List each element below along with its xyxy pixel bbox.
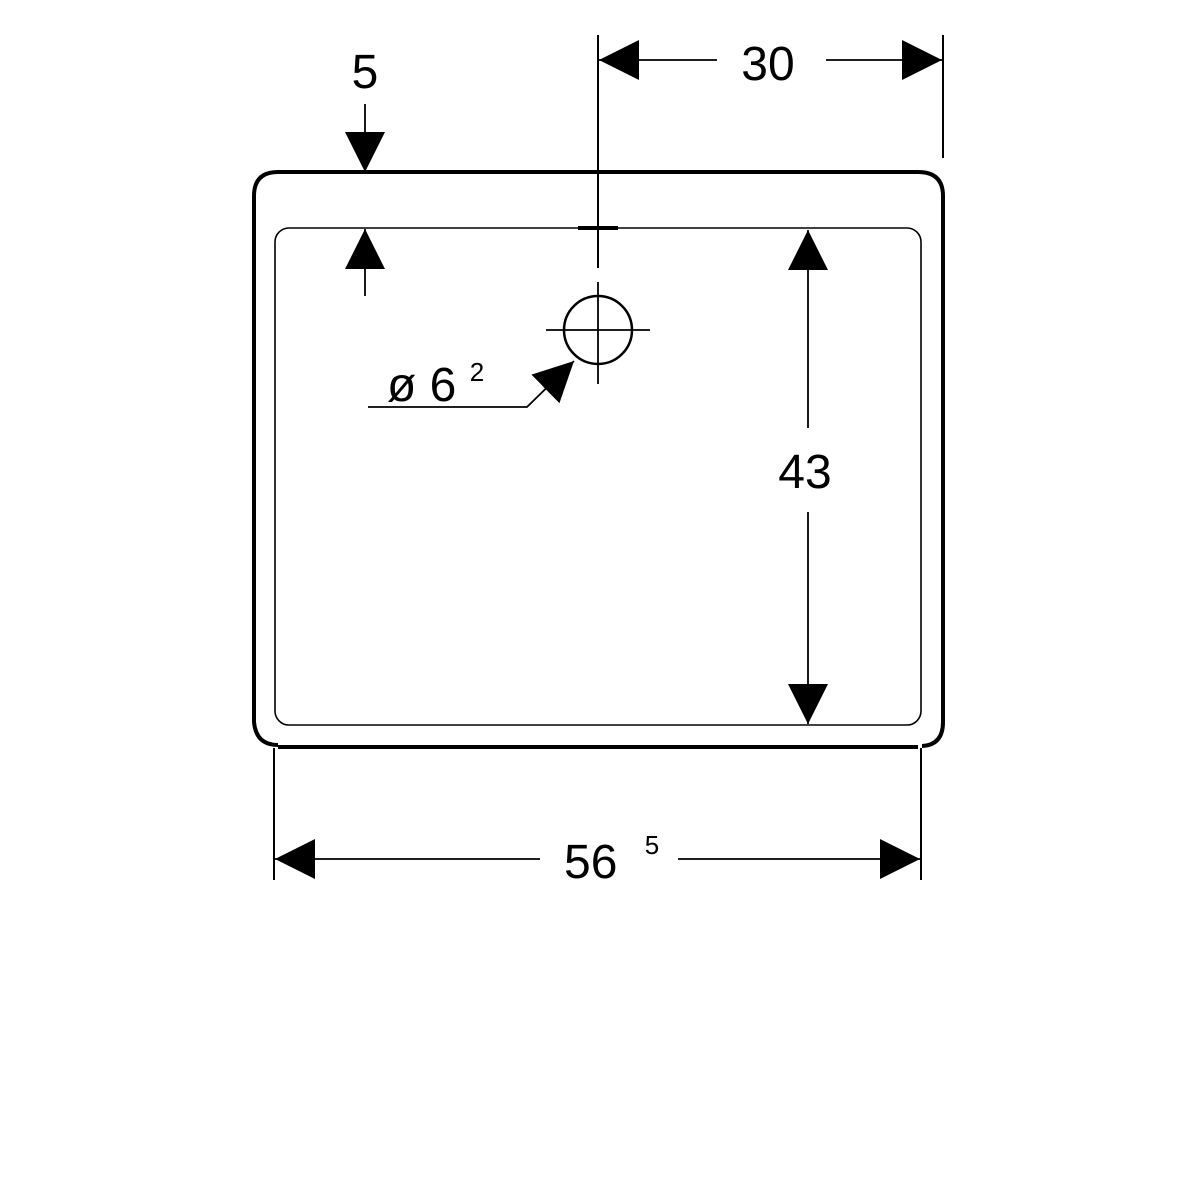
- drain-offset-label: 30: [741, 38, 794, 91]
- drain-diameter-superscript: 2: [470, 357, 484, 387]
- inner-depth-label: 43: [778, 446, 831, 499]
- outer-width-value: 56: [564, 836, 617, 889]
- outer-width-superscript: 5: [645, 830, 659, 860]
- drain-diameter-leader: [368, 360, 575, 408]
- drain-diameter-value: ø 6: [387, 359, 456, 412]
- drain-diameter-label: ø 6 2: [387, 357, 484, 412]
- wall-thickness-label: 5: [352, 46, 379, 99]
- outer-width-label: 56 5: [564, 830, 659, 889]
